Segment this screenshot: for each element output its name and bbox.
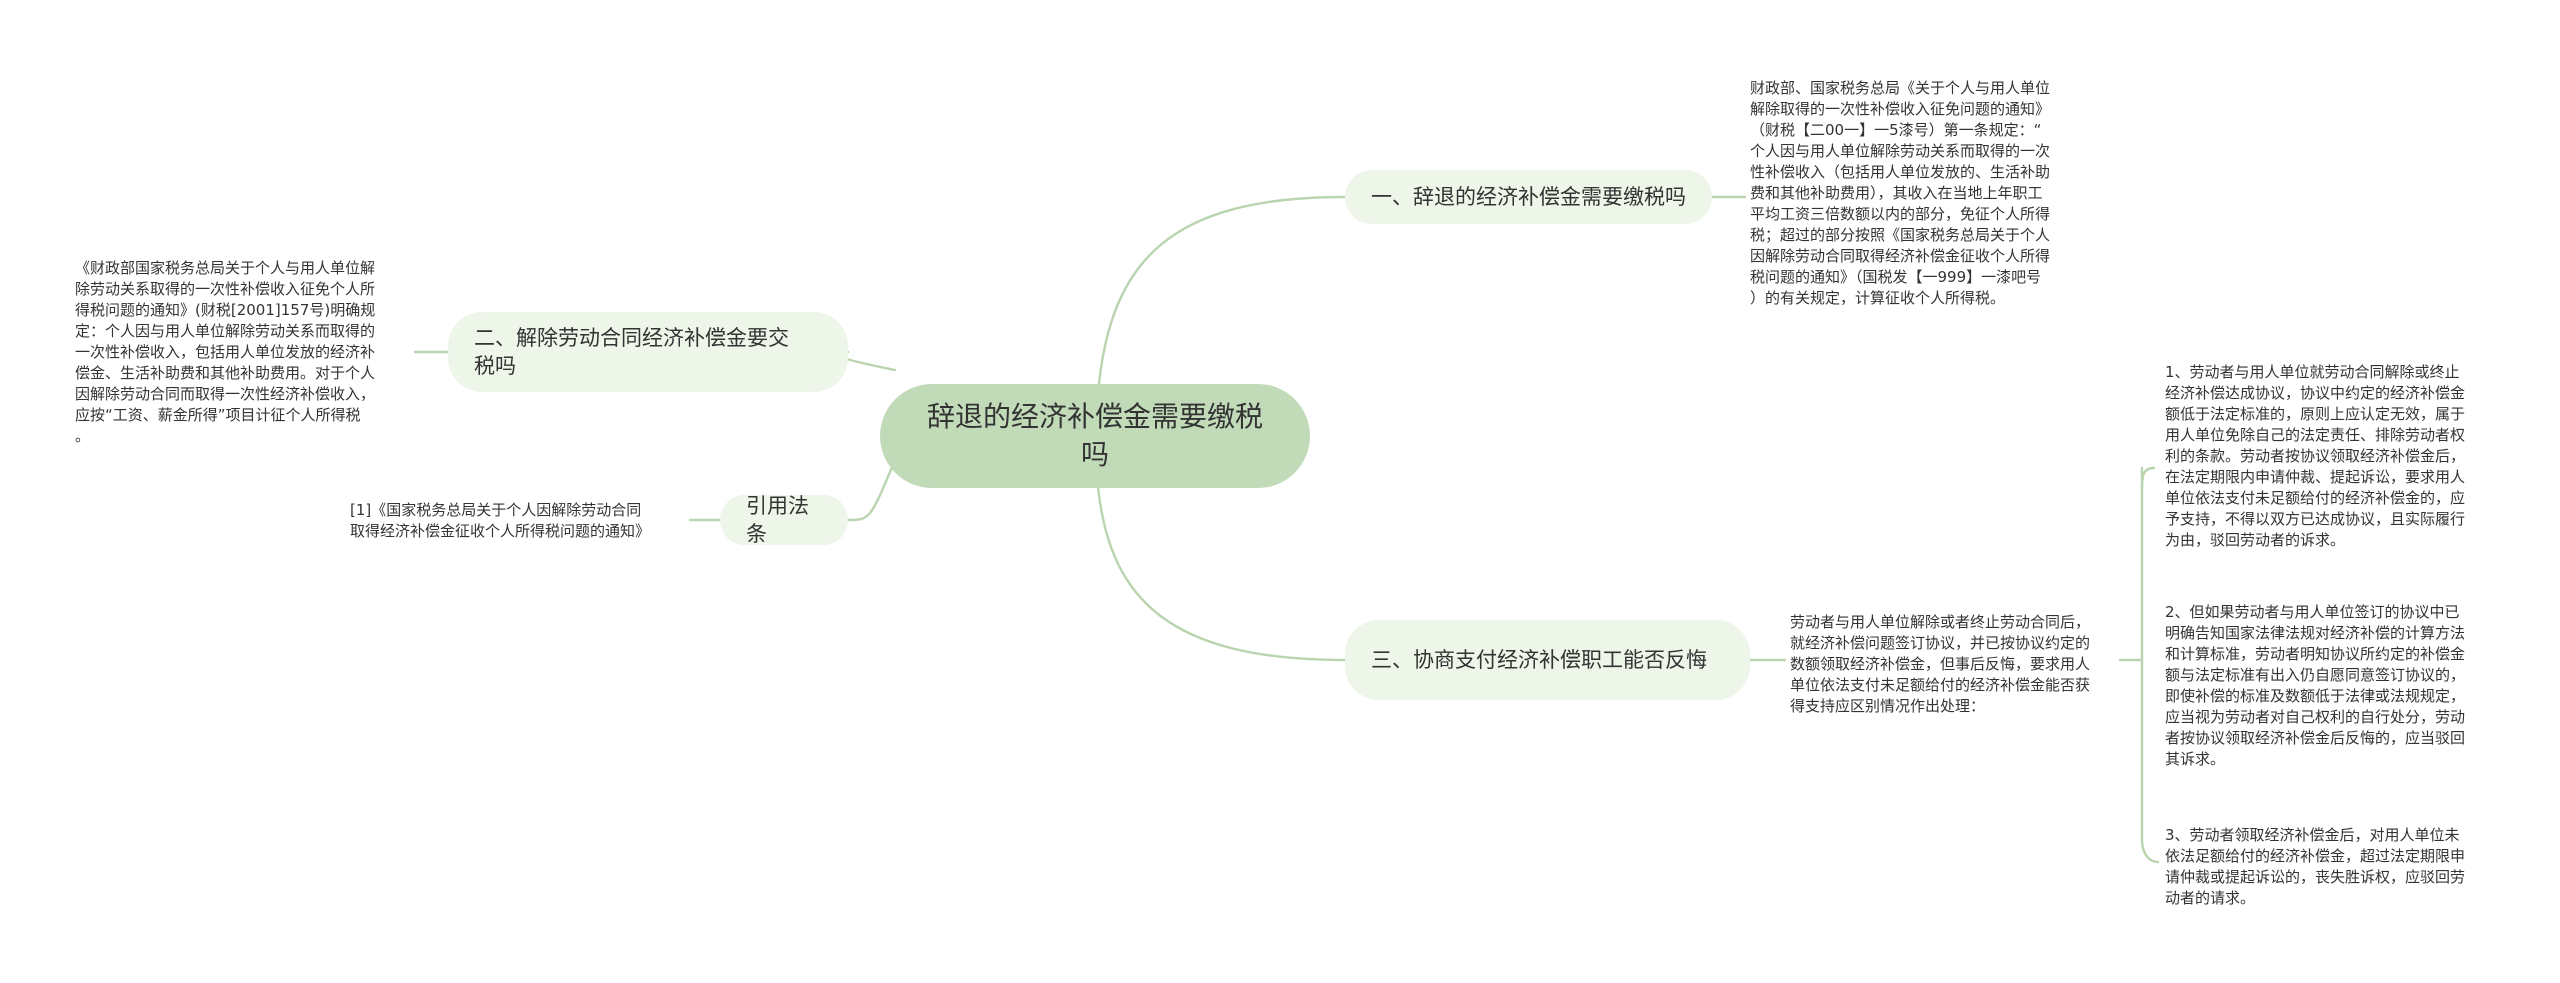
note-point-3: 3、劳动者领取经济补偿金后，对用人单位未 依法足额给付的经济补偿金，超过法定期限… [2165,826,2466,907]
branch-label: 二、解除劳动合同经济补偿金要交税吗 [474,326,789,378]
note-negotiated-compensation: 劳动者与用人单位解除或者终止劳动合同后， 就经济补偿问题签订协议，并已按协议约定… [1790,613,2091,715]
branch-node-cited-law[interactable]: 引用法条 [720,494,848,546]
link-root-b4 [1096,485,1347,662]
note-point-1: 1、劳动者与用人单位就劳动合同解除或终止 经济补偿达成协议，协议中约定的经济补偿… [2165,363,2466,549]
note-tax-notice-2001: 《财政部国家税务总局关于个人与用人单位解 除劳动关系取得的一次性补偿收入征免个人… [75,259,376,445]
root-node[interactable]: 辞退的经济补偿金需要缴税吗 [880,384,1310,488]
branch-node-termination-compensation-tax[interactable]: 二、解除劳动合同经济补偿金要交税吗 [448,312,848,392]
note-point-2: 2、但如果劳动者与用人单位签订的协议中已 明确告知国家法律法规对经济补偿的计算方… [2165,603,2466,768]
branch-label: 引用法条 [746,494,809,546]
note-cited-regulation: [1]《国家税务总局关于个人因解除劳动合同 取得经济补偿金征收个人所得税问题的通… [350,501,651,540]
branch-node-negotiated-compensation[interactable]: 三、协商支付经济补偿职工能否反悔 [1345,620,1750,700]
branch-node-tax-on-severance[interactable]: 一、辞退的经济补偿金需要缴税吗 [1345,170,1712,224]
branch-label: 三、协商支付经济补偿职工能否反悔 [1371,648,1707,672]
bracket-line [2140,466,2160,864]
link-root-b3 [846,458,897,522]
note-tax-regulation: 财政部、国家税务总局《关于个人与用人单位 解除取得的一次性补偿收入征免问题的通知… [1750,79,2051,307]
link-root-b1 [1096,195,1347,395]
branch-label: 一、辞退的经济补偿金需要缴税吗 [1371,185,1686,209]
root-label: 辞退的经济补偿金需要缴税吗 [926,400,1263,471]
